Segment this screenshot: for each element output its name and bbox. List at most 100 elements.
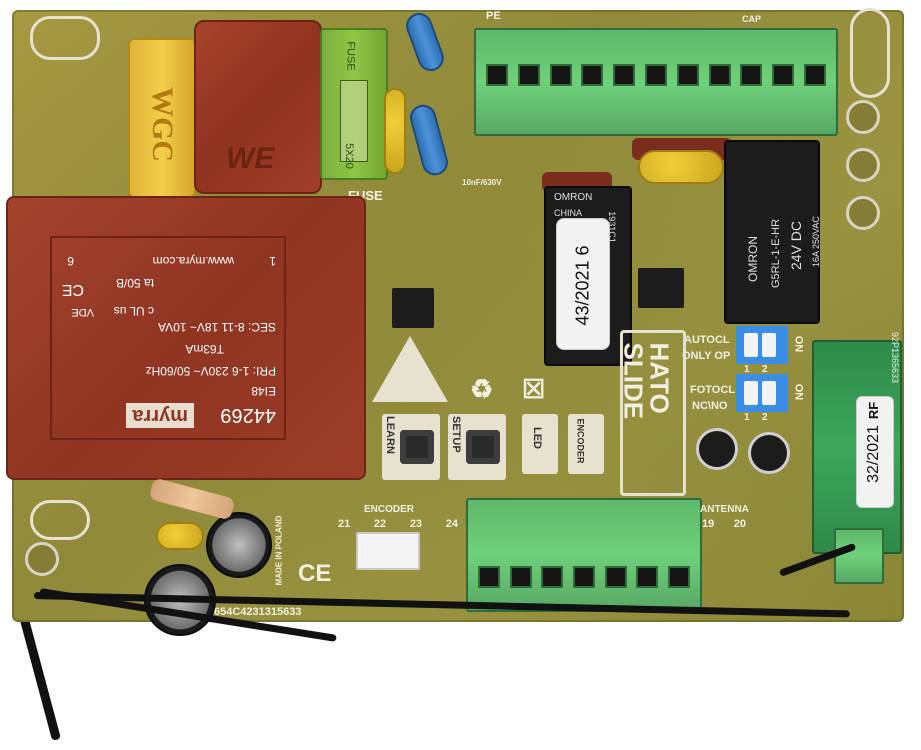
trimmer-pot[interactable] xyxy=(748,432,790,474)
rf-antenna-terminal[interactable] xyxy=(834,528,884,584)
wgc-logo: WGC xyxy=(146,87,179,162)
terminal-slot[interactable] xyxy=(644,64,667,86)
relay-brand: OMRON xyxy=(554,192,593,203)
terminal-slot[interactable] xyxy=(604,566,627,588)
encoder-indicator-box: ENCODER xyxy=(568,414,604,474)
dip-switch-bank-1[interactable] xyxy=(736,326,788,364)
terminal-label-cap: CAP xyxy=(742,14,762,24)
terminal-slot[interactable] xyxy=(613,64,636,86)
transformer-ul-mark: c UL us xyxy=(113,304,154,318)
serial-number: 654C4231315633 xyxy=(214,606,302,618)
date-sticker-text: 43/2021 6 xyxy=(572,245,593,326)
mount-hole-top-left xyxy=(30,16,100,60)
encoder-pin: 22 xyxy=(373,518,387,530)
terminal-slot[interactable] xyxy=(478,566,500,588)
mount-hole-top-right xyxy=(850,8,890,98)
dip-bank1-label-line1: AUTOCL xyxy=(684,334,730,346)
mount-hole-bottom-left xyxy=(30,500,90,540)
transformer-vde-mark: VDE xyxy=(71,306,94,318)
encoder-pin: 23 xyxy=(409,518,423,530)
trimmer-pot[interactable] xyxy=(696,428,738,470)
dip-bank2-on: ON xyxy=(792,383,805,401)
terminal-slot[interactable] xyxy=(708,64,731,86)
transformer: myrra 44269 EI48 PRI: 1-6 230V~ 50/60Hz … xyxy=(6,196,366,480)
we-choke-red: WE xyxy=(194,20,322,194)
dip-bank2-label-line2: NC\NO xyxy=(692,400,728,412)
date-sticker-main: 43/2021 6 xyxy=(556,218,610,350)
transformer-core: EI48 xyxy=(251,384,276,398)
led-label: LED xyxy=(531,427,543,449)
terminal-slot[interactable] xyxy=(509,566,532,588)
recycle-icon: ♻ xyxy=(470,374,494,404)
terminal-block-top xyxy=(474,28,838,136)
capacitor-value-label: 10nF/630V xyxy=(462,178,502,187)
relay-right: OMRON G5RL-1-E-HR 24V DC 16A 250VAC xyxy=(724,140,821,324)
terminal-slot[interactable] xyxy=(667,566,690,588)
dip-switch-bank-2[interactable] xyxy=(736,374,788,412)
via-pad xyxy=(846,196,880,230)
transformer-primary: PRI: 1-6 230V~ 50/60Hz xyxy=(145,364,276,378)
terminal-slot[interactable] xyxy=(581,64,604,86)
terminal-slot[interactable] xyxy=(549,64,572,86)
encoder-indicator-label: ENCODER xyxy=(575,418,586,464)
ce-mark: CE xyxy=(298,560,332,587)
terminal-slot[interactable] xyxy=(486,64,508,86)
fuse-holder-label: FUSE xyxy=(344,41,357,71)
rf-label: RF xyxy=(866,401,882,420)
esd-warning-icon xyxy=(372,336,448,402)
dip-bank2-num1: 1 xyxy=(744,412,750,423)
learn-button[interactable] xyxy=(400,430,434,464)
via-pad xyxy=(846,100,880,134)
transformer-fuse: T63mA xyxy=(185,342,224,356)
setup-button-box: SETUP xyxy=(448,414,506,480)
yellow-disc-capacitor xyxy=(156,522,204,550)
relay-right-rating: 16A 250VAC xyxy=(811,216,821,267)
via-pad xyxy=(25,542,59,576)
fuse-glass xyxy=(340,80,368,162)
yellow-disc-capacitor xyxy=(638,150,724,184)
rf-date-text: 32/2021 xyxy=(865,425,882,483)
terminal-block-bottom xyxy=(466,498,702,612)
terminal-slot[interactable] xyxy=(772,64,795,86)
transformer-pin6: 6 xyxy=(67,254,74,268)
setup-button-label: SETUP xyxy=(450,416,462,453)
encoder-pin: 21 xyxy=(338,518,351,530)
dip-switch[interactable] xyxy=(744,333,758,357)
dip-bank1-on: ON xyxy=(792,335,805,353)
setup-button[interactable] xyxy=(466,430,500,464)
dip-bank1-label-line2: ONLY OP xyxy=(682,350,731,362)
yellow-disc-capacitor xyxy=(384,88,406,174)
dip-switch[interactable] xyxy=(744,381,758,405)
terminal-slot[interactable] xyxy=(572,566,595,588)
relay-right-voltage: 24V DC xyxy=(788,220,804,270)
weee-bin-icon: ☒ xyxy=(522,374,546,404)
transformer-pin1: 1 xyxy=(269,254,276,268)
transformer-website: www.myra.com xyxy=(152,254,234,268)
dip-switch[interactable] xyxy=(762,381,776,405)
encoder-header: ENCODER xyxy=(364,504,415,515)
transformer-temp: ta 50/B xyxy=(115,276,154,290)
dip-bank1-num1: 1 xyxy=(744,364,750,375)
dip-switch[interactable] xyxy=(762,333,776,357)
terminal-slot[interactable] xyxy=(517,64,540,86)
transformer-secondary: SEC: 8-11 18V~ 10VA xyxy=(158,320,276,334)
x2-capacitor-yellow: WGC xyxy=(128,38,196,198)
terminal-slots-bottom xyxy=(478,566,690,590)
antenna-pin-labels: 19 20 xyxy=(702,518,746,530)
transformer-label-plate: myrra 44269 EI48 PRI: 1-6 230V~ 50/60Hz … xyxy=(50,236,286,440)
terminal-slot[interactable] xyxy=(803,64,826,86)
terminal-slot[interactable] xyxy=(636,566,659,588)
terminal-slot[interactable] xyxy=(740,64,763,86)
relay-country: CHINA xyxy=(554,208,583,218)
fuse-rating: 5X20 xyxy=(342,143,355,169)
rf-date-sticker: 32/2021 RF xyxy=(856,396,894,508)
fuse-holder-green: FUSE 5X20 xyxy=(320,28,388,180)
terminal-slot[interactable] xyxy=(676,64,699,86)
electrolytic-capacitor xyxy=(206,512,272,578)
learn-button-label: LEARN xyxy=(384,416,396,454)
relay-right-model: G5RL-1-E-HR xyxy=(770,218,782,288)
antenna-pin: 20 xyxy=(733,518,746,530)
encoder-connector[interactable] xyxy=(356,532,420,570)
terminal-slot[interactable] xyxy=(541,566,564,588)
we-logo: WE xyxy=(226,142,275,175)
